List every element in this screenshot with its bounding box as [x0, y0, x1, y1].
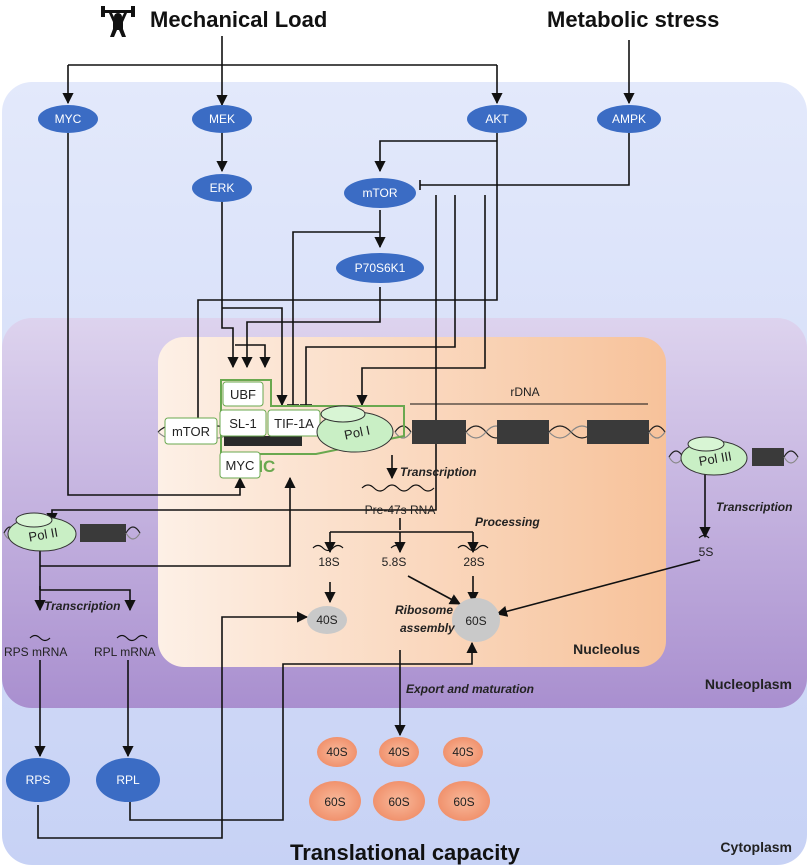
- tif1a-label: TIF-1A: [274, 416, 314, 431]
- ribosome-60s-1: 60S: [309, 781, 361, 821]
- signaling-edges: [34, 36, 711, 839]
- pol-i-label: Pol I: [343, 423, 372, 443]
- subunit-40s: 40S: [307, 606, 347, 634]
- node-myc: MYC: [38, 105, 98, 133]
- pol-iii-label: Pol III: [698, 448, 733, 469]
- node-akt: AKT: [467, 105, 527, 133]
- ribosome-40s-3: 40S: [443, 737, 483, 767]
- node-erk: ERK: [192, 174, 252, 202]
- node-mek: MEK: [192, 105, 252, 133]
- nucleolus-label: Nucleolus: [573, 641, 640, 657]
- node-p70s6k1-label: P70S6K1: [355, 261, 406, 275]
- transcription-pol1-label: Transcription: [400, 465, 476, 479]
- nucleoplasm-label: Nucleoplasm: [705, 676, 792, 692]
- ribosome-40s-3-label: 40S: [452, 745, 473, 759]
- pol-ii-label: Pol II: [27, 525, 59, 545]
- cytoplasm-label: Cytoplasm: [720, 839, 792, 855]
- rrna-28s-wave: [457, 544, 489, 552]
- pol-i: Pol I: [316, 405, 394, 453]
- myc-box: MYC: [219, 451, 261, 479]
- node-erk-label: ERK: [210, 181, 235, 195]
- sl1-label: SL-1: [229, 416, 256, 431]
- node-mek-label: MEK: [209, 112, 235, 126]
- node-rpl: RPL: [96, 758, 160, 802]
- rdna-strand: rDNA: [157, 385, 666, 444]
- rrna-18s-label: 18S: [318, 555, 339, 569]
- rrna-58s-wave: [390, 544, 402, 549]
- ribosome-60s-3: 60S: [438, 781, 490, 821]
- myc-box-label: MYC: [226, 458, 255, 473]
- pol-iii-gene: [668, 448, 799, 466]
- mtor-box-label: mTOR: [172, 424, 210, 439]
- ribosome-60s-1-label: 60S: [324, 795, 345, 809]
- rrna-5s-wave: [698, 534, 710, 539]
- node-rpl-label: RPL: [116, 773, 140, 787]
- transcription-pol3-label: Transcription: [716, 500, 792, 514]
- node-ampk: AMPK: [597, 105, 661, 133]
- subunit-40s-label: 40S: [316, 613, 337, 627]
- pol-ii: Pol II: [7, 512, 77, 552]
- export-maturation-label: Export and maturation: [406, 682, 534, 696]
- ribosome-40s-2-label: 40S: [388, 745, 409, 759]
- rpl-mrna-label: RPL mRNA: [94, 645, 156, 659]
- translational-capacity-title: Translational capacity: [290, 840, 521, 865]
- rpl-mrna-wave: [116, 634, 148, 642]
- ribosome-40s-1-label: 40S: [326, 745, 347, 759]
- ubf-box: UBF: [222, 381, 264, 407]
- node-akt-label: AKT: [485, 112, 509, 126]
- pre47s-label: Pre-47s RNA: [365, 503, 436, 517]
- rdna-label: rDNA: [510, 385, 539, 399]
- pre47s-rna-wave: [361, 484, 435, 492]
- ubf-label: UBF: [230, 387, 256, 402]
- ribosome-60s-2-label: 60S: [388, 795, 409, 809]
- ribosome-60s-2: 60S: [373, 781, 425, 821]
- metabolic-stress-title: Metabolic stress: [547, 7, 719, 32]
- node-mtor: mTOR: [344, 178, 416, 208]
- ribosome-60s-3-label: 60S: [453, 795, 474, 809]
- weightlifter-icon: [101, 6, 135, 37]
- mtor-box: mTOR: [164, 417, 218, 445]
- processing-label: Processing: [475, 515, 540, 529]
- rrna-58s-label: 5.8S: [382, 555, 407, 569]
- node-rps-label: RPS: [26, 773, 51, 787]
- pol-iii: Pol III: [680, 436, 748, 476]
- ribosome-assembly-label-2: assembly: [400, 621, 456, 635]
- rps-mrna-label: RPS mRNA: [4, 645, 67, 659]
- tif1a-box: TIF-1A: [267, 409, 321, 437]
- rrna-28s-label: 28S: [463, 555, 484, 569]
- mechanical-load-title: Mechanical Load: [150, 7, 327, 32]
- transcription-pol2-label: Transcription: [44, 599, 120, 613]
- ribosome-40s-1: 40S: [317, 737, 357, 767]
- node-rps: RPS: [6, 758, 70, 802]
- node-myc-label: MYC: [55, 112, 82, 126]
- node-p70s6k1: P70S6K1: [336, 253, 424, 283]
- rps-mrna-wave: [29, 634, 51, 642]
- ribosome-assembly-label-1: Ribosome: [395, 603, 453, 617]
- node-ampk-label: AMPK: [612, 112, 646, 126]
- subunit-60s: 60S: [452, 598, 500, 642]
- sl1-box: SL-1: [219, 409, 267, 437]
- node-mtor-label: mTOR: [362, 186, 397, 200]
- ribosome-40s-2: 40S: [379, 737, 419, 767]
- rrna-18s-wave: [312, 544, 344, 552]
- rrna-5s-label: 5S: [699, 545, 714, 559]
- subunit-60s-label: 60S: [465, 614, 486, 628]
